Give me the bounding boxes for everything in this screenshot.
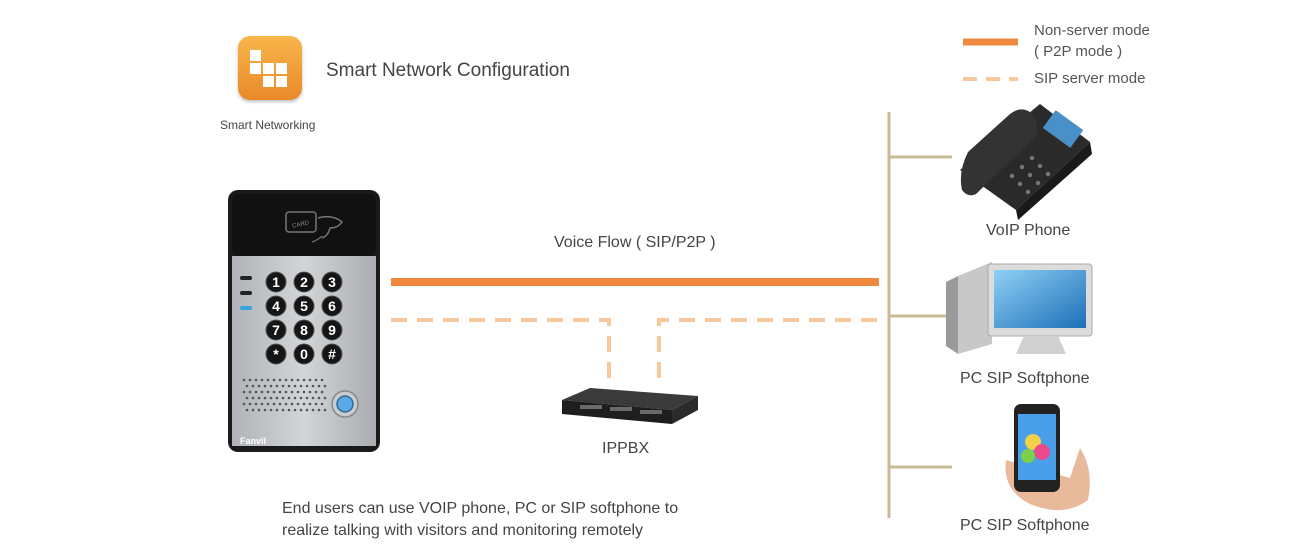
keypad-key[interactable]: 7	[265, 319, 287, 341]
door-intercom: CARD 1 2 3 4 5 6 7 8 9 * 0 # Fanvil	[228, 190, 380, 452]
keypad-key[interactable]: 9	[321, 319, 343, 341]
keypad-key-label: 7	[272, 322, 280, 338]
keypad-key-label: 8	[300, 322, 308, 338]
card-reader-icon	[285, 211, 344, 243]
legend-solid-label: Non-server mode	[1034, 22, 1150, 39]
keypad-key[interactable]: 0	[293, 343, 315, 365]
pc-softphone-label: PC SIP Softphone	[960, 370, 1090, 387]
desktop-pc-icon	[946, 262, 1093, 354]
keypad-key[interactable]: 6	[321, 295, 343, 317]
ippbx-device	[562, 388, 698, 424]
keypad-key-label: 5	[300, 298, 308, 314]
keypad-key-label: 3	[328, 274, 336, 290]
keypad-key[interactable]: 3	[321, 271, 343, 293]
intercom-keypad: 1 2 3 4 5 6 7 8 9 * 0 #	[265, 271, 343, 365]
intercom-brand: Fanvil	[240, 436, 266, 446]
keypad-key-label: 4	[272, 298, 280, 314]
keypad-key-label: #	[328, 346, 336, 362]
app-icon-label: Smart Networking	[220, 118, 316, 132]
keypad-key[interactable]: #	[321, 343, 343, 365]
voip-phone-label: VoIP Phone	[986, 222, 1071, 239]
keypad-key[interactable]: 2	[293, 271, 315, 293]
keypad-key[interactable]: 4	[265, 295, 287, 317]
keypad-key[interactable]: 5	[293, 295, 315, 317]
speaker-grille	[242, 378, 327, 412]
caption: End users can use VOIP phone, PC or SIP …	[282, 498, 678, 542]
ippbx-label: IPPBX	[602, 440, 650, 457]
keypad-key-label: 0	[300, 346, 308, 362]
keypad-key[interactable]: 1	[265, 271, 287, 293]
mobile-softphone-label: PC SIP Softphone	[960, 517, 1090, 534]
keypad-key[interactable]: 8	[293, 319, 315, 341]
voip-phone-icon	[960, 104, 1092, 220]
card-text: CARD	[292, 220, 311, 230]
page-title: Smart Network Configuration	[326, 60, 570, 81]
sip-path-to-ippbx	[391, 318, 611, 378]
legend-dashed-label: SIP server mode	[1034, 70, 1146, 87]
keypad-key-label: 1	[272, 274, 280, 290]
caption-line-1: End users can use VOIP phone, PC or SIP …	[282, 500, 679, 517]
caption-line-2: realize talking with visitors and monito…	[282, 522, 644, 539]
keypad-key[interactable]: *	[265, 343, 287, 365]
keypad-key-label: 6	[328, 298, 336, 314]
sip-path-from-ippbx	[657, 318, 879, 378]
smartphone-icon	[1005, 404, 1090, 511]
legend-solid-sublabel: ( P2P mode )	[1034, 43, 1123, 60]
keypad-key-label: 2	[300, 274, 308, 290]
keypad-key-label: *	[273, 346, 279, 362]
smart-networking-grid-icon[interactable]	[238, 36, 302, 100]
voice-flow-label: Voice Flow ( SIP/P2P )	[554, 234, 716, 251]
keypad-key-label: 9	[328, 322, 336, 338]
